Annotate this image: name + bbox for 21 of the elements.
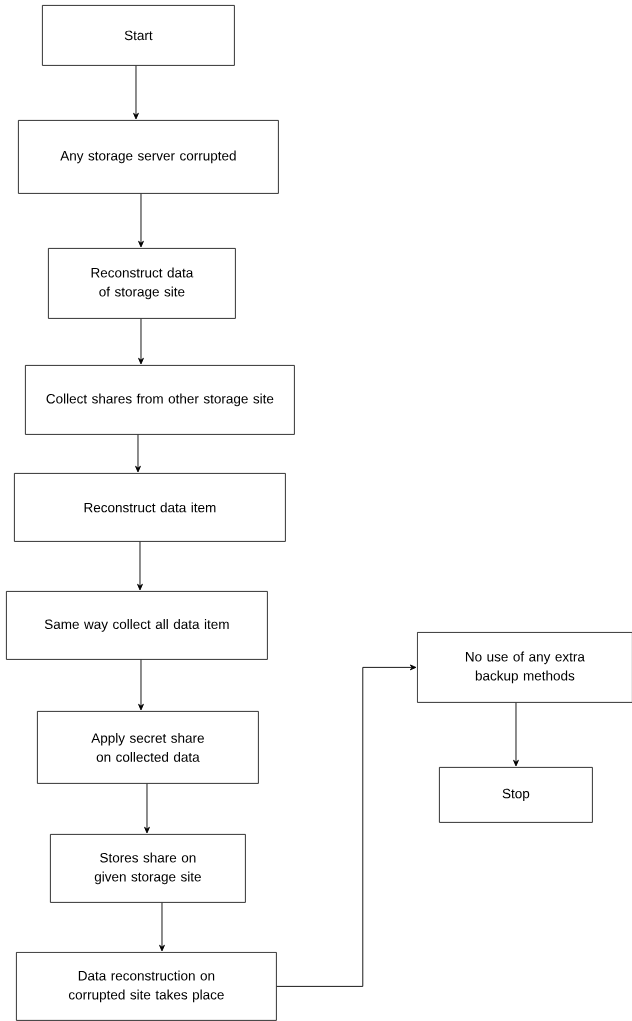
- arrow: [276, 664, 417, 987]
- process-box: Reconstruct data of storage site: [48, 248, 236, 319]
- arrow: [159, 902, 165, 952]
- process-box: Stores share on given storage site: [50, 834, 246, 903]
- process-box: No use of any extra backup methods: [417, 632, 632, 703]
- process-box: Any storage server corrupted: [18, 120, 279, 194]
- arrow: [138, 318, 144, 365]
- process-box: Stop: [439, 767, 593, 823]
- process-box: Start: [42, 5, 235, 66]
- process-box: Data reconstruction on corrupted site takes place: [16, 952, 277, 1021]
- arrow: [137, 541, 143, 591]
- arrow: [138, 659, 144, 711]
- arrow: [144, 783, 150, 834]
- process-box: Reconstruct data item: [14, 473, 286, 542]
- process-box: Apply secret share on collected data: [37, 711, 259, 784]
- arrow: [133, 65, 139, 120]
- process-box: Same way collect all data item: [6, 591, 268, 660]
- arrow: [138, 193, 144, 248]
- arrow: [513, 702, 519, 767]
- process-box: Collect shares from other storage site: [25, 365, 295, 435]
- arrow: [135, 434, 141, 473]
